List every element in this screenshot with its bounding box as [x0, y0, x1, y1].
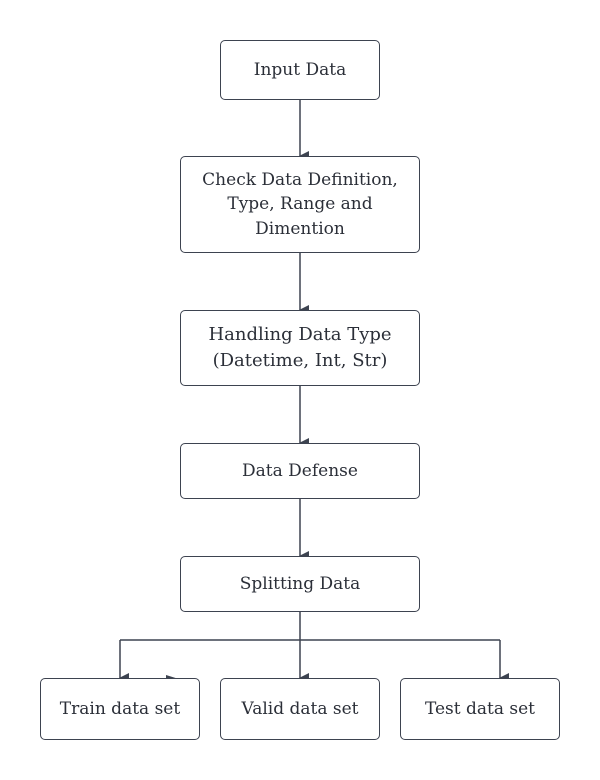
node-data-defense-label: Data Defense — [242, 460, 358, 481]
node-check-data-definition-label: Check Data Definition, Type, Range and D… — [202, 169, 398, 239]
node-train-data-set: Train data set — [40, 678, 200, 740]
node-test-data-set-label: Test data set — [424, 698, 536, 719]
node-test-data-set: Test data set — [400, 678, 560, 740]
node-handling-data-type-label: Handling Data Type (Datetime, Int, Str) — [208, 323, 392, 371]
node-data-defense: Data Defense — [180, 443, 420, 499]
node-check-data-definition: Check Data Definition, Type, Range and D… — [180, 156, 420, 253]
node-valid-data-set: Valid data set — [220, 678, 380, 740]
node-splitting-data-label: Splitting Data — [239, 573, 361, 594]
node-train-data-set-label: Train data set — [59, 698, 181, 719]
node-input-data-label: Input Data — [253, 59, 347, 80]
node-handling-data-type: Handling Data Type (Datetime, Int, Str) — [180, 310, 420, 386]
node-splitting-data: Splitting Data — [180, 556, 420, 612]
node-input-data: Input Data — [220, 40, 380, 100]
node-valid-data-set-label: Valid data set — [241, 698, 359, 719]
